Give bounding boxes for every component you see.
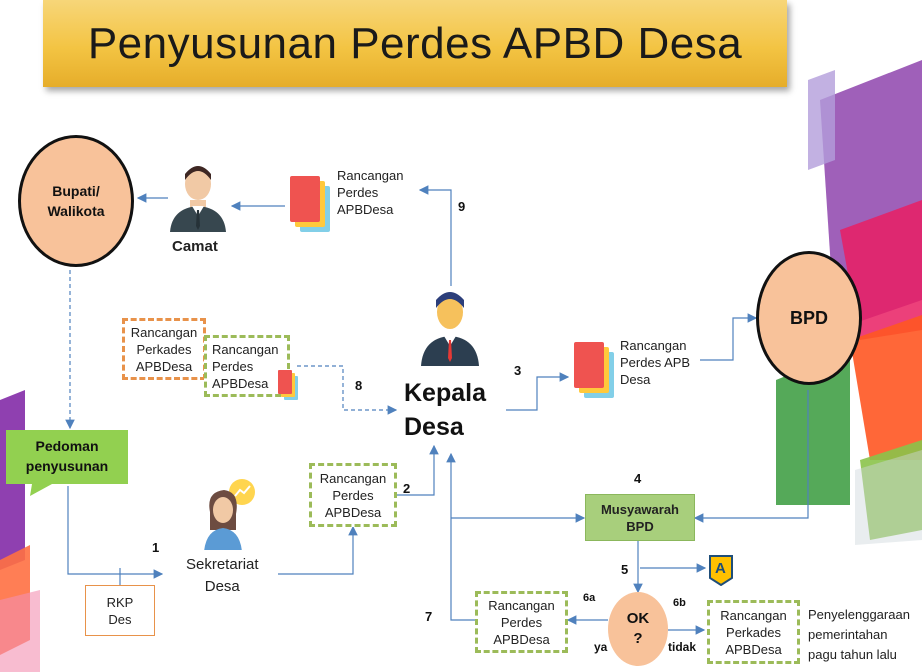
bpd-label: BPD xyxy=(789,307,828,328)
arrow-step-1 xyxy=(67,486,164,579)
step-7: 7 xyxy=(425,609,433,624)
kepala-desa-person-icon xyxy=(421,292,479,366)
perdes-6a-doc: Rancangan Perdes APBDesa xyxy=(475,591,568,653)
bpd-node: BPD xyxy=(756,251,862,385)
page-title: Penyusunan Perdes APBD Desa xyxy=(87,18,743,68)
pedoman-label: Pedoman penyusunan xyxy=(25,438,109,474)
arrow-step-2 xyxy=(397,444,439,496)
perkades-orange-label: Rancangan Perkades APBDesa xyxy=(130,324,198,374)
perdes-green-mid-label: Rancangan Perdes APBDesa xyxy=(319,470,387,520)
top-rancangan-label: Rancangan Perdes APBDesa xyxy=(337,168,404,217)
document-stack-icon-right xyxy=(574,342,614,398)
decision-yes-label: ya xyxy=(594,640,608,654)
step-6b: 6b xyxy=(673,597,686,609)
connector-a-label: A xyxy=(715,560,726,577)
bupati-walikota-node: Bupati/ Walikota xyxy=(18,135,134,267)
sekretariat-person-icon xyxy=(204,479,255,550)
perkades-6b-label: Rancangan Perkades APBDesa xyxy=(720,607,787,657)
perdes-6a-label: Rancangan Perdes APBDesa xyxy=(488,597,555,647)
arrow-step-8 xyxy=(297,365,398,415)
ok-label: OK ? xyxy=(626,610,650,647)
step-3: 3 xyxy=(514,363,522,378)
kepala-desa-label: Kepala Desa xyxy=(404,379,486,441)
step-6a: 6a xyxy=(583,592,596,604)
step-1: 1 xyxy=(152,540,160,555)
musyawarah-bpd-box: Musyawarah BPD xyxy=(585,494,695,541)
title-banner: Penyusunan Perdes APBD Desa xyxy=(43,0,787,87)
arrow-step-3 xyxy=(506,372,570,411)
arrow-doc-bpd xyxy=(700,313,758,361)
sekretariat-label: Sekretariat Desa xyxy=(186,556,259,595)
perdes-green-left-label: Rancangan Perdes APBDesa xyxy=(212,341,279,391)
rkp-label: RKP Des xyxy=(106,594,134,627)
perdes-green-left-doc: Rancangan Perdes APBDesa xyxy=(204,335,290,397)
camat-label: Camat xyxy=(172,238,218,255)
step-9: 9 xyxy=(458,199,466,214)
penyelenggaraan-label: Penyelenggaraan pemerintahan pagu tahun … xyxy=(808,607,910,662)
document-stack-icon-small xyxy=(278,370,298,400)
musyawarah-label: Musyawarah BPD xyxy=(600,501,680,534)
rkp-des-box: RKP Des xyxy=(85,585,155,636)
perkades-orange-doc: Rancangan Perkades APBDesa xyxy=(122,318,206,380)
ok-decision-node: OK ? xyxy=(608,592,668,666)
perkades-6b-doc: Rancangan Perkades APBDesa xyxy=(707,600,800,664)
connector-a-badge xyxy=(709,555,733,586)
arrow-sekretariat-doc xyxy=(278,525,358,575)
step-5: 5 xyxy=(621,562,629,577)
arrow-step-7 xyxy=(446,452,475,621)
camat-person-icon xyxy=(170,166,226,232)
step-8: 8 xyxy=(355,378,363,393)
step-4: 4 xyxy=(634,471,642,486)
decision-no-label: tidak xyxy=(668,640,697,654)
bupati-label: Bupati/ Walikota xyxy=(47,183,105,219)
pedoman-callout-shape xyxy=(6,430,128,496)
arrow-step-9 xyxy=(418,185,452,286)
step-2: 2 xyxy=(403,481,411,496)
perdes-green-mid-doc: Rancangan Perdes APBDesa xyxy=(309,463,397,527)
document-stack-icon-top xyxy=(290,176,330,232)
right-rancangan-label: Rancangan Perdes APB Desa xyxy=(620,338,691,387)
arrow-bpd-musyawarah xyxy=(693,390,809,523)
